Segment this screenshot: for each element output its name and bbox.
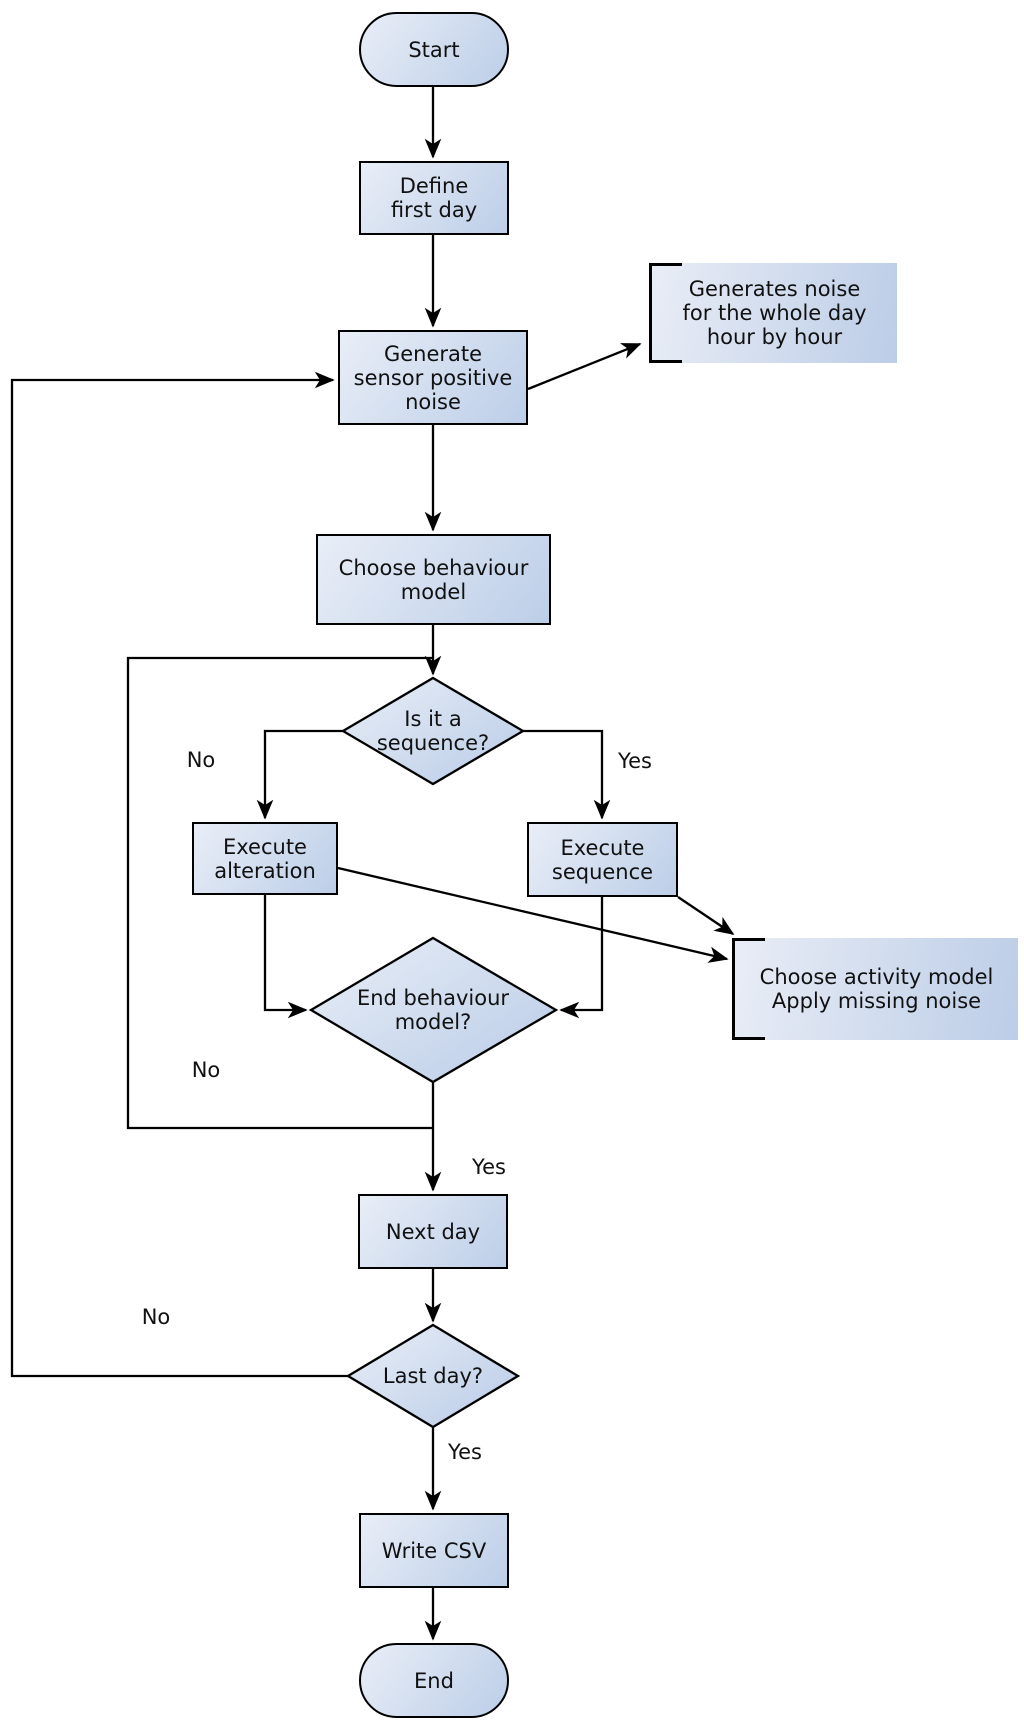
- edge-label-is-sequence-no: No: [186, 748, 216, 772]
- end-behaviour-diamond-shape: [308, 936, 559, 1084]
- node-is-sequence-label: Is it a sequence?: [376, 707, 490, 755]
- edge-label-last-day-yes: Yes: [448, 1440, 482, 1464]
- edge-alteration-to-noteactivity: [337, 866, 729, 963]
- node-choose-behaviour: Choose behaviour model: [316, 534, 551, 625]
- note-generates-noise: Generates noise for the whole day hour b…: [649, 263, 897, 363]
- node-start: Start: [359, 12, 509, 87]
- node-next-day: Next day: [358, 1194, 508, 1269]
- node-last-day-label: Last day?: [382, 1364, 484, 1388]
- edge-label-end-behaviour-yes: Yes: [472, 1155, 506, 1179]
- edge-sequence-to-endbehaviour: [559, 897, 604, 1019]
- edge-alteration-to-endbehaviour: [263, 895, 308, 1019]
- edge-label-end-behaviour-no: No: [191, 1058, 221, 1082]
- edge-issequence-no-to-alteration: [256, 729, 343, 820]
- is-sequence-diamond-shape: [340, 676, 526, 786]
- last-day-diamond-shape: [345, 1323, 521, 1429]
- node-end: End: [359, 1643, 509, 1718]
- edge-sequence-to-noteactivity: [677, 896, 735, 935]
- note-choose-activity: Choose activity model Apply missing nois…: [732, 938, 1018, 1040]
- edge-label-is-sequence-yes: Yes: [618, 749, 652, 773]
- edge-endbehaviour-no-loop: [126, 656, 433, 1130]
- edge-lastday-no-loop: [10, 371, 348, 1378]
- node-execute-alteration: Execute alteration: [192, 822, 338, 895]
- node-define-first-day: Define first day: [359, 161, 509, 235]
- edge-generate-to-note: [527, 342, 642, 391]
- edge-label-last-day-no: No: [141, 1305, 171, 1329]
- node-execute-sequence: Execute sequence: [527, 822, 678, 897]
- node-generate-noise: Generate sensor positive noise: [338, 330, 528, 425]
- edge-issequence-yes-to-sequence: [523, 729, 611, 820]
- node-write-csv: Write CSV: [359, 1513, 509, 1588]
- node-end-behaviour-label: End behaviour model?: [356, 986, 510, 1034]
